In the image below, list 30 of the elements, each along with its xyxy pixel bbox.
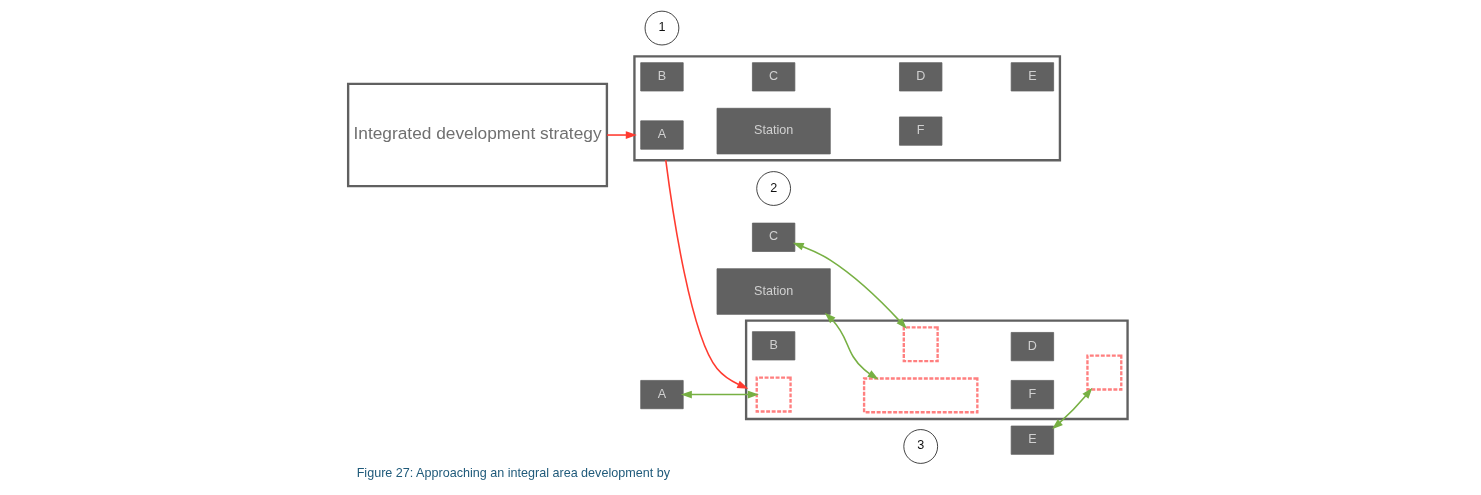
node-box: D <box>898 62 942 92</box>
node-circle: 2 <box>755 171 791 206</box>
node-box: C <box>751 222 795 252</box>
node-box: Station <box>716 107 831 155</box>
node-box: E <box>1010 62 1054 92</box>
node-box: C <box>751 62 795 92</box>
arrow <box>664 159 748 389</box>
node-box: B <box>639 62 684 92</box>
node-box: A <box>639 120 684 150</box>
node-circle: 3 <box>902 429 938 464</box>
caption: Figure 27: Approaching an integral area development by <box>356 465 670 480</box>
node-box <box>902 326 939 363</box>
arrow <box>1051 387 1092 430</box>
node-box: D <box>1010 332 1054 362</box>
node-box: Integrated development strategy <box>346 82 608 188</box>
node-box: E <box>1010 425 1054 455</box>
node-box: F <box>1010 380 1054 410</box>
cluster <box>632 55 1061 162</box>
arrow <box>792 242 907 329</box>
arrow <box>680 390 759 399</box>
arrow <box>605 131 637 139</box>
node-box <box>755 376 792 413</box>
node-box: F <box>898 116 942 146</box>
node-box <box>862 377 978 414</box>
node-box: A <box>639 380 684 410</box>
arrow <box>824 312 879 380</box>
node-circle: 1 <box>644 10 679 46</box>
node-box <box>1085 354 1122 391</box>
node-box: B <box>751 331 795 361</box>
node-box: Station <box>716 268 831 315</box>
